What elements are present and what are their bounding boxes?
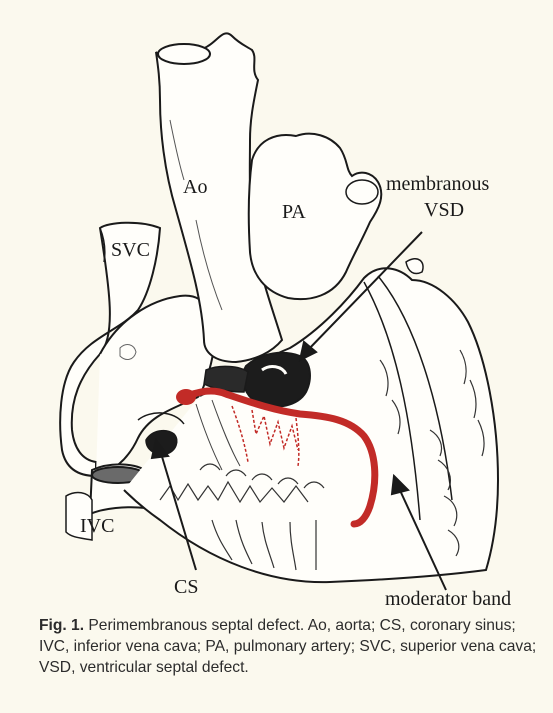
figure-caption: Fig. 1. Perimembranous septal defect. Ao… [39,615,544,678]
label-svc: SVC [111,239,150,261]
label-cs: CS [174,576,198,598]
heart-diagram: Ao PA SVC IVC CS membranous VSD moderato… [0,0,553,612]
label-pa: PA [282,201,306,223]
label-vsd: VSD [424,199,464,221]
caption-lead: Fig. 1. [39,617,84,634]
label-membranous: membranous [386,173,490,195]
pa-vessel [249,134,382,299]
caption-text: Perimembranous septal defect. Ao, aorta;… [39,617,536,676]
label-ao: Ao [183,176,207,198]
label-moderator-band: moderator band [385,588,511,610]
label-ivc: IVC [80,515,114,537]
